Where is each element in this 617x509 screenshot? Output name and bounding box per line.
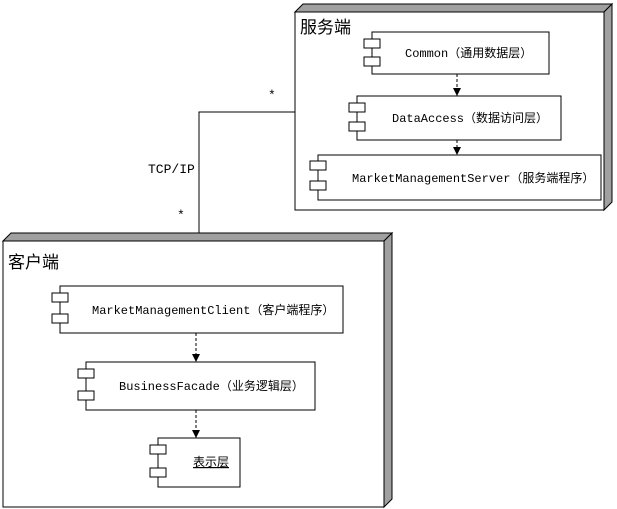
client-node: 客户端 MarketManagementClient（客户端程序） Busine… bbox=[1, 231, 394, 509]
component-dataaccess: DataAccess（数据访问层） bbox=[348, 95, 562, 141]
component-tab-lower bbox=[51, 313, 69, 324]
component-tab-upper bbox=[363, 38, 381, 49]
component-businessfacade: BusinessFacade（业务逻辑层） bbox=[77, 361, 316, 411]
component-tab-lower bbox=[149, 467, 167, 478]
component-tab-upper bbox=[309, 160, 327, 171]
association-tcp-ip: * TCP/IP * bbox=[148, 88, 295, 241]
client-end-multiplicity: * bbox=[177, 208, 185, 223]
component-label: MarketManagementClient（客户端程序） bbox=[92, 302, 334, 318]
server-node-title: 服务端 bbox=[300, 18, 351, 38]
component-label: DataAccess（数据访问层） bbox=[392, 110, 548, 126]
client-node-top-face bbox=[1, 232, 394, 242]
component-body bbox=[85, 361, 316, 411]
component-tab-lower bbox=[77, 390, 95, 401]
client-node-title: 客户端 bbox=[8, 253, 59, 273]
component-tab-upper bbox=[348, 102, 366, 113]
component-body bbox=[157, 437, 241, 488]
server-node: 服务端 Common（通用数据层） DataAccess（数据访问层） Mark… bbox=[293, 2, 614, 212]
server-end-multiplicity: * bbox=[268, 88, 276, 103]
component-tab-upper bbox=[51, 292, 69, 303]
server-node-top-face bbox=[293, 3, 614, 13]
component-body bbox=[59, 285, 344, 334]
association-line bbox=[198, 111, 295, 241]
component-body bbox=[317, 154, 602, 201]
component-tab-lower bbox=[348, 121, 366, 132]
component-tab-lower bbox=[363, 56, 381, 67]
component-body bbox=[356, 95, 562, 141]
component-tab-lower bbox=[309, 180, 327, 191]
server-node-side-face bbox=[603, 2, 613, 212]
component-body bbox=[371, 31, 550, 75]
component-tab-upper bbox=[77, 368, 95, 379]
component-common: Common（通用数据层） bbox=[363, 31, 550, 75]
component-market-management-server: MarketManagementServer（服务端程序） bbox=[309, 154, 602, 201]
association-label: TCP/IP bbox=[148, 162, 195, 177]
component-label: 表示层 bbox=[193, 455, 229, 470]
component-label: MarketManagementServer（服务端程序） bbox=[352, 170, 594, 186]
component-tab-upper bbox=[149, 444, 167, 455]
component-label: Common（通用数据层） bbox=[405, 45, 532, 61]
client-node-side-face bbox=[383, 231, 393, 509]
component-label: BusinessFacade（业务逻辑层） bbox=[119, 378, 304, 394]
component-market-management-client: MarketManagementClient（客户端程序） bbox=[51, 285, 344, 334]
component-presentation-layer: 表示层 bbox=[149, 437, 241, 488]
